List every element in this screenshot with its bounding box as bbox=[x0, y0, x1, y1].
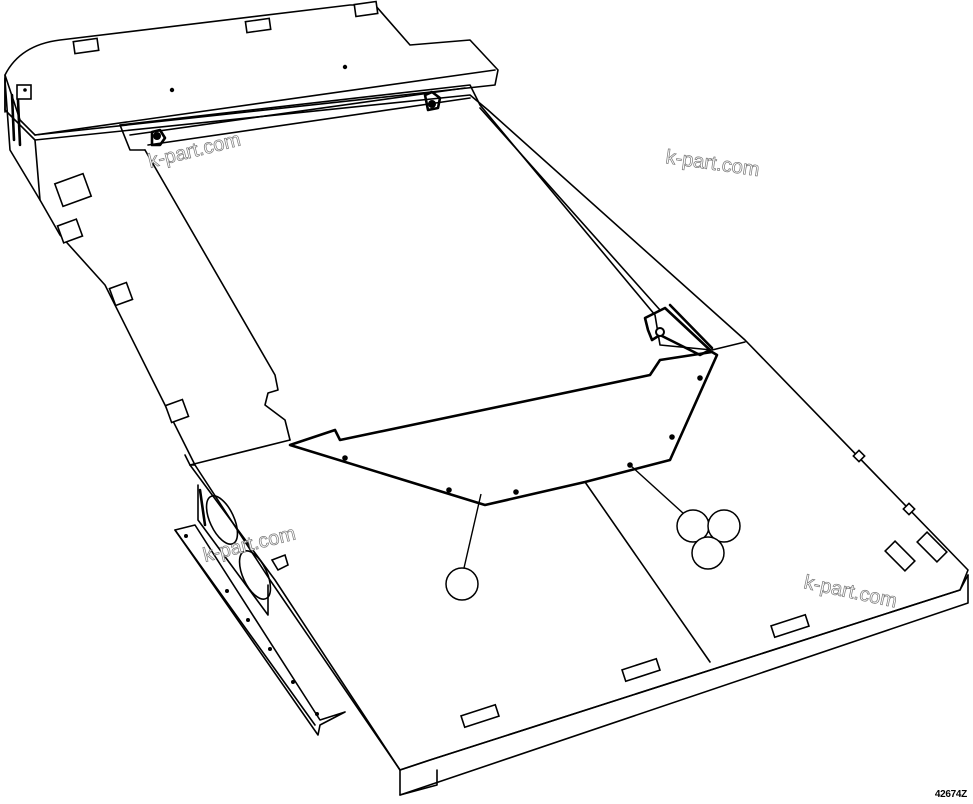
balloon-3 bbox=[707, 509, 741, 543]
mounting-pads bbox=[16, 0, 948, 729]
seam-lines bbox=[189, 341, 746, 663]
callouts bbox=[445, 464, 741, 601]
inner-opening bbox=[119, 84, 713, 441]
balloon-4 bbox=[691, 536, 725, 570]
rear-roof-band bbox=[4, 4, 499, 201]
panel-body bbox=[34, 94, 969, 796]
balloon-1 bbox=[445, 567, 479, 601]
surface-dots bbox=[23, 64, 348, 93]
latch-hardware bbox=[150, 90, 714, 357]
leader-line-1 bbox=[463, 493, 482, 569]
cover-plate bbox=[288, 350, 719, 507]
watermark-2: k-part.com bbox=[664, 146, 761, 181]
drawing-code: 42674Z bbox=[934, 789, 967, 800]
leader-line-2 bbox=[629, 464, 685, 515]
side-flange bbox=[174, 484, 346, 736]
